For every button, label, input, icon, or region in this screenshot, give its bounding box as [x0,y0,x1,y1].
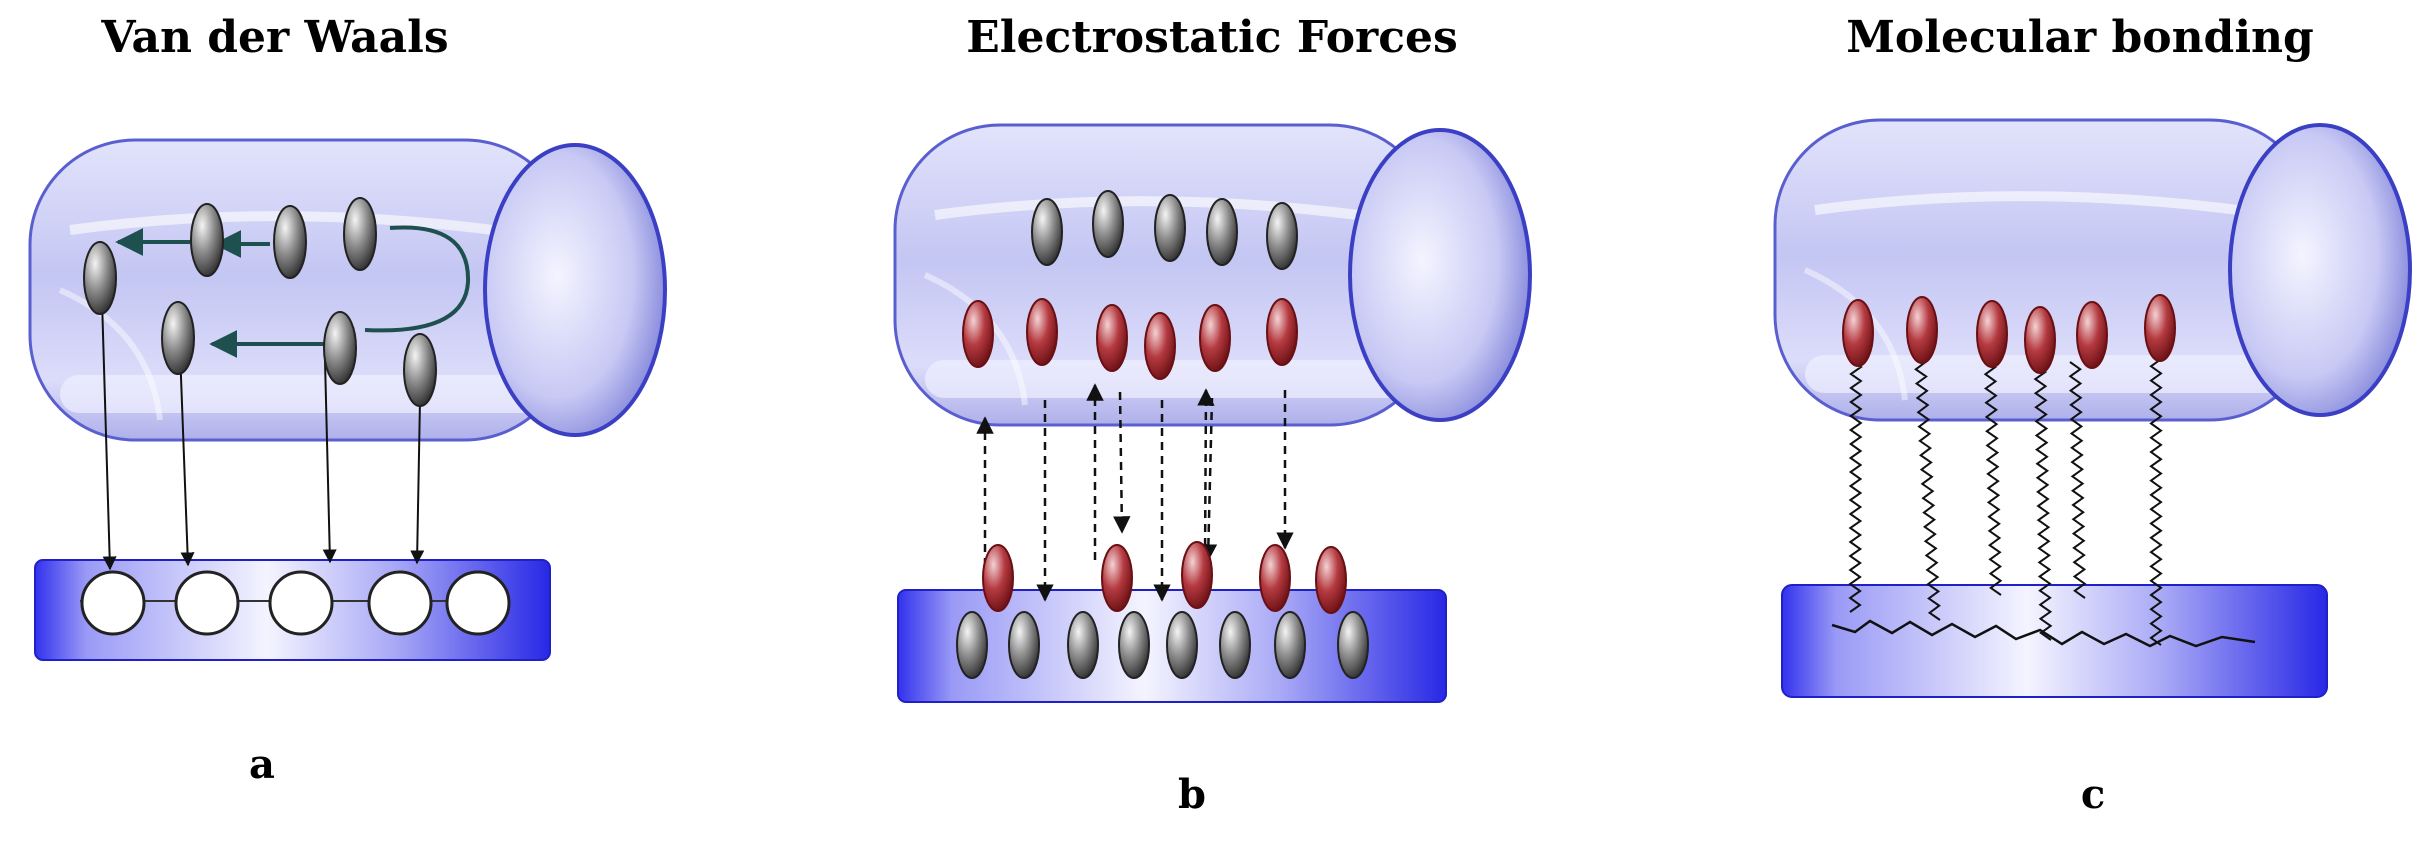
vdw-attraction-arrows [101,299,425,571]
bond-chain-6 [2149,351,2163,646]
nanotube-c [1775,120,2410,420]
bond-chain-5 [2068,361,2087,599]
bond-chain-4 [2033,364,2053,641]
nanotube-particles-a [83,197,437,407]
substrate-charged-particles-b [982,541,1347,614]
panel-b-caption: b [1178,771,1206,818]
panel-c-title: Molecular bonding [1846,12,2314,63]
substrate-atoms-a [80,570,511,636]
nanotube-b [895,125,1530,425]
nanotube-a [30,140,665,440]
molecular-bond-chains [1848,351,2163,646]
nanotube-charged-particles-b [962,298,1298,380]
electrostatic-arrows [976,383,1294,602]
substrate-c [1781,584,2328,698]
bond-chain-2 [1914,354,1941,621]
substrate-neutral-particles-b [956,611,1369,679]
panel-c-caption: c [2081,771,2105,818]
panel-electrostatic-forces: Electrostatic Forces [895,12,1530,818]
bond-chain-3 [1983,359,2003,596]
nanotube-charged-particles-c [1842,294,2176,374]
shift-arrows [115,225,471,358]
panel-molecular-bonding: Molecular bonding c [1775,12,2410,818]
panel-van-der-waals: Van der Waals [30,12,665,788]
nanotube-neutral-particles-b [1031,190,1298,270]
panel-b-title: Electrostatic Forces [966,12,1458,63]
panel-a-caption: a [249,741,275,788]
panel-a-title: Van der Waals [100,12,448,63]
bond-chain-1 [1848,359,1863,613]
substrate-polymer-chain [1831,619,2256,648]
